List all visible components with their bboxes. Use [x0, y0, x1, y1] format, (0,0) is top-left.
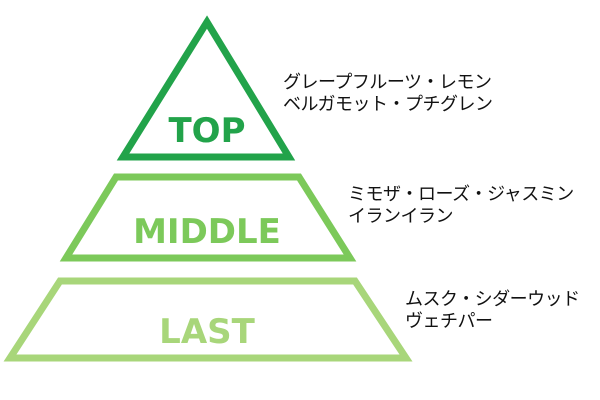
tier-top-shape: [116, 15, 296, 161]
tier-top-notes: グレープフルーツ・レモン ベルガモット・プチグレン: [283, 72, 493, 116]
tier-middle-label: MIDDLE: [133, 212, 281, 252]
tier-middle-notes: ミモザ・ローズ・ジャスミン イランイラン: [348, 184, 574, 228]
tier-top-note-line: ベルガモット・プチグレン: [283, 94, 493, 115]
tier-top-label: TOP: [168, 111, 245, 151]
tier-last-shape: [3, 277, 413, 362]
tier-last-note-line: ムスク・シダーウッド: [405, 289, 580, 310]
tier-middle-note-line: イランイラン: [348, 206, 453, 227]
tier-middle-shape: [59, 173, 357, 262]
tier-middle-note-line: ミモザ・ローズ・ジャスミン: [348, 184, 574, 205]
tier-last-label: LAST: [159, 312, 255, 352]
tier-last-note-line: ヴェチパー: [405, 311, 493, 332]
tier-last-notes: ムスク・シダーウッド ヴェチパー: [405, 289, 580, 333]
tier-top-note-line: グレープフルーツ・レモン: [283, 72, 492, 93]
